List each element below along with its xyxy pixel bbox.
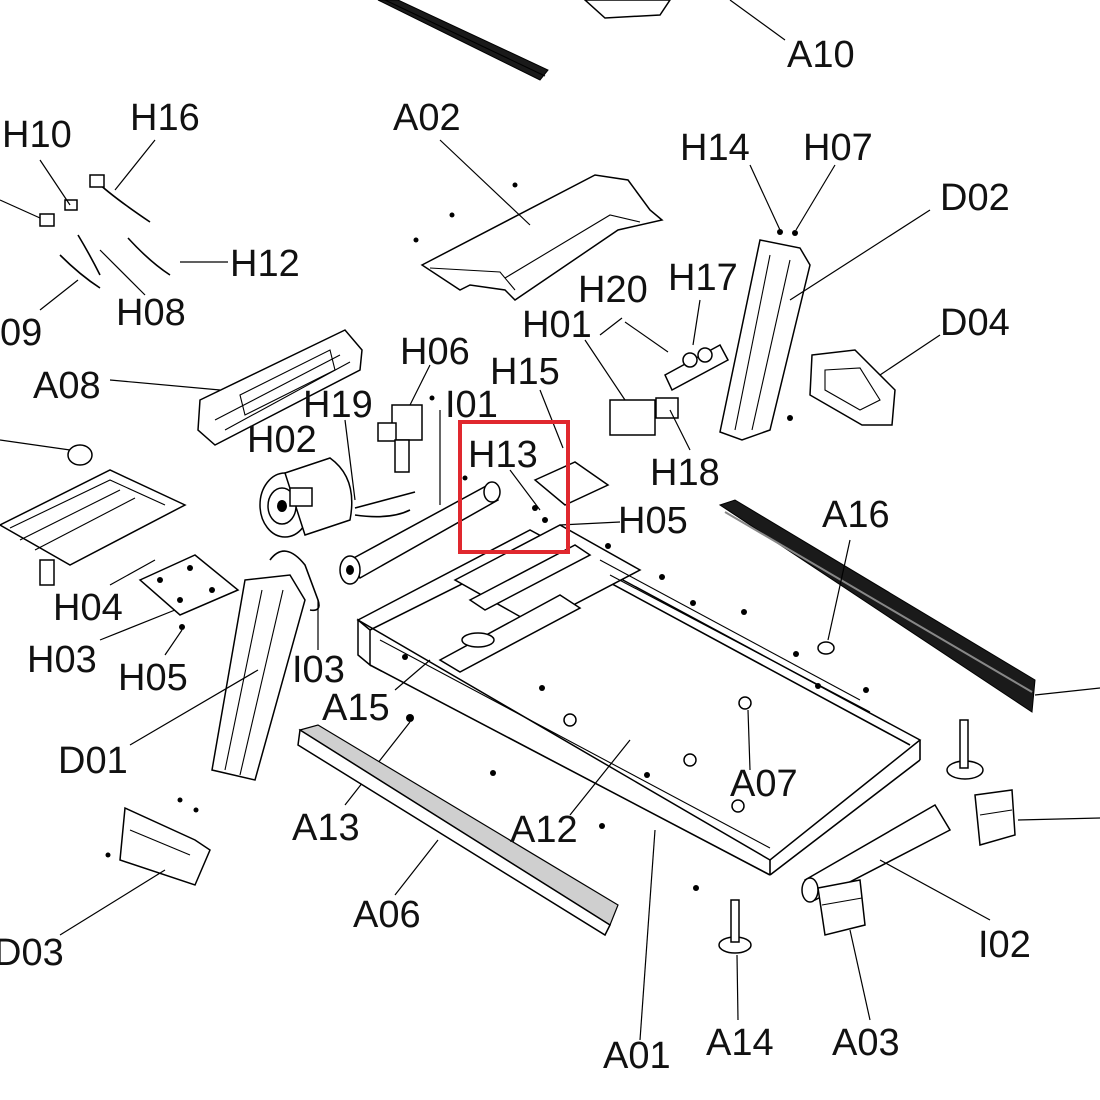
part-a16-side-rail (718, 499, 1100, 713)
label-h15: H15 (490, 351, 560, 393)
label-a13: A13 (292, 807, 360, 849)
label-h03: H03 (27, 639, 97, 681)
label-a03: A03 (832, 1022, 900, 1064)
label-a10: A10 (787, 34, 855, 76)
label-h20: H20 (578, 269, 648, 311)
hardware-fasteners (402, 543, 869, 891)
label-a14: A14 (706, 1022, 774, 1064)
part-d02-upright (719, 164, 931, 441)
part-left-base (0, 439, 187, 586)
highlight-box-h13 (458, 420, 570, 554)
callout-labels: A10 A02 H10 H16 H14 H07 D02 H12 H17 H20 … (0, 34, 1031, 1077)
label-h10: H10 (2, 114, 72, 156)
part-i02-rear-roller (801, 803, 991, 921)
part-a02-motor-cover (413, 139, 664, 301)
label-h14: H14 (680, 127, 750, 169)
label-a12: A12 (510, 809, 578, 851)
part-h13-bracket (509, 461, 621, 526)
label-h18: H18 (650, 452, 720, 494)
label-d04: D04 (940, 302, 1010, 344)
label-i03: I03 (292, 649, 345, 691)
label-h06: H06 (400, 331, 470, 373)
label-a16: A16 (822, 494, 890, 536)
part-d04-end-cap (809, 334, 941, 426)
part-i03-belt (269, 550, 320, 650)
label-a15: A15 (322, 687, 390, 729)
label-d03: D03 (0, 932, 64, 974)
label-i02: I02 (978, 924, 1031, 966)
label-h19: H19 (303, 384, 373, 426)
part-cables (0, 139, 228, 311)
label-h04: H04 (53, 587, 123, 629)
label-h05-left: H05 (118, 657, 188, 699)
label-h08: H08 (116, 292, 186, 334)
label-h07: H07 (803, 127, 873, 169)
part-d01-upright (129, 574, 306, 781)
label-a02: A02 (393, 97, 461, 139)
part-electronics (539, 299, 730, 451)
label-i01: I01 (445, 384, 498, 426)
part-a01-main-frame (356, 524, 922, 1041)
label-a06: A06 (353, 894, 421, 936)
part-a08-bracket (109, 329, 363, 446)
part-a10-rail (377, 0, 786, 81)
label-h02: H02 (247, 419, 317, 461)
part-h02-drive-motor (259, 410, 441, 538)
part-h06-lift-motor (377, 364, 468, 481)
label-h17: H17 (668, 257, 738, 299)
part-a06-side-rail (297, 724, 619, 937)
part-d03-end-cap (59, 797, 211, 936)
label-h05-right: H05 (618, 500, 688, 542)
label-d02: D02 (940, 177, 1010, 219)
part-a03-end-cap (817, 789, 1100, 1021)
label-h01: H01 (522, 304, 592, 346)
label-a08: A08 (33, 365, 101, 407)
label-h16: H16 (130, 97, 200, 139)
label-h12: H12 (230, 243, 300, 285)
label-h09: 09 (0, 312, 42, 354)
part-a14-foot (718, 719, 984, 1021)
label-a01: A01 (603, 1035, 671, 1077)
label-h13: H13 (468, 434, 538, 476)
part-motor-plate (99, 554, 240, 656)
label-a07: A07 (730, 763, 798, 805)
label-d01: D01 (58, 740, 128, 782)
